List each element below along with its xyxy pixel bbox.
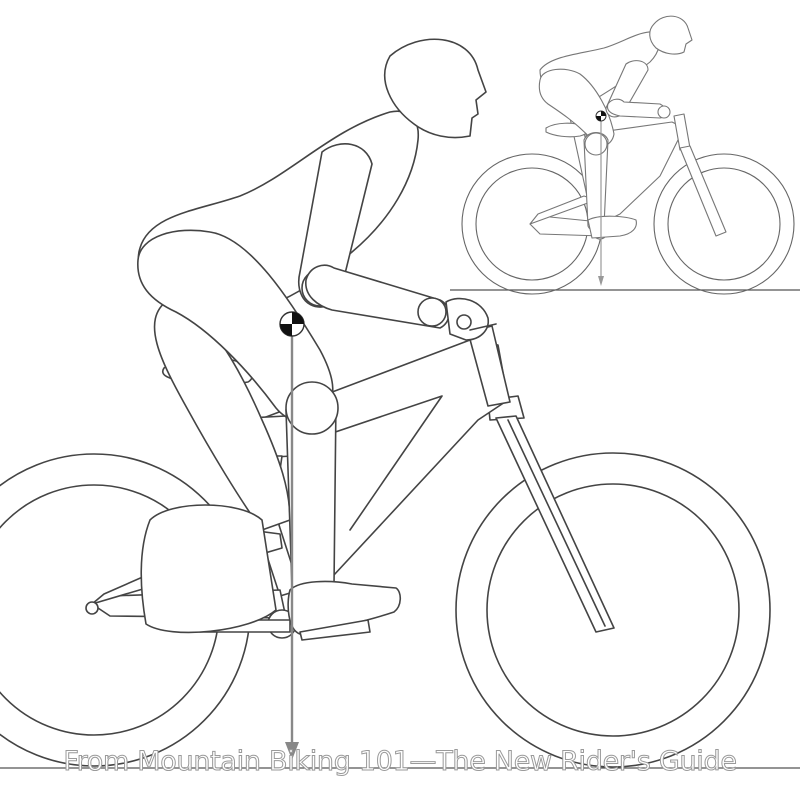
inset-center-of-gravity-marker: [596, 111, 606, 121]
inset-figure: [450, 16, 800, 294]
inset-rider-forearm: [608, 99, 667, 118]
rider-shoe: [288, 582, 400, 640]
front-wheel: [456, 453, 770, 767]
rider-wrist: [418, 298, 446, 326]
center-of-gravity-marker: [280, 312, 304, 336]
front-fork: [488, 396, 614, 632]
inset-front-wheel: [654, 154, 794, 294]
inset-rider-head: [650, 16, 692, 54]
inset-rider-shoe: [588, 216, 636, 238]
inset-rider-hand: [658, 106, 670, 118]
rider-knee: [286, 382, 338, 434]
inset-rider-knee: [585, 133, 607, 155]
source-caption: From Mountain Biking 101—The New Rider's…: [0, 746, 800, 777]
